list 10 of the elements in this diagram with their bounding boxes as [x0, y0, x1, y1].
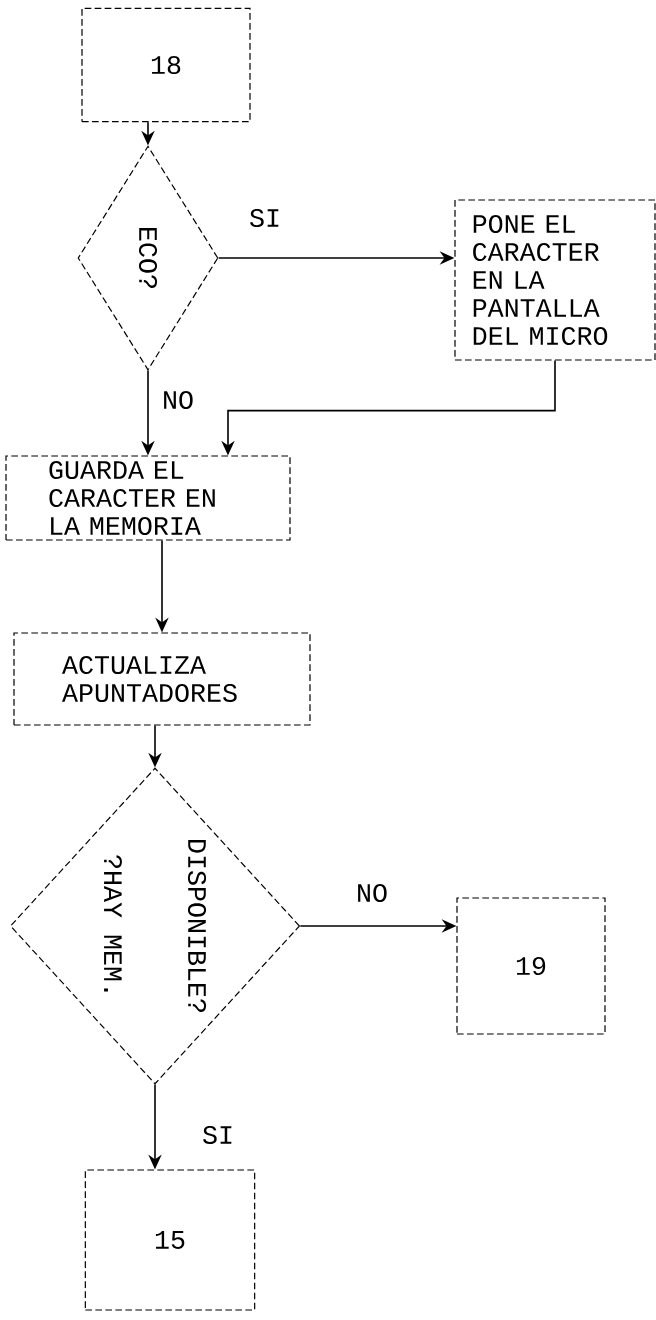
process-box: 18 — [81, 7, 251, 123]
edge-label: NO — [354, 882, 390, 904]
process-box: PONE EL CARACTER EN LA PANTALLA DEL MICRO — [454, 199, 656, 361]
edge-label: SI — [247, 207, 283, 229]
process-box: GUARDA EL CARACTER EN LA MEMORIA — [5, 455, 291, 541]
process-box: 19 — [456, 897, 606, 1035]
edge-label: NO — [160, 389, 196, 411]
process-box: 15 — [84, 1169, 256, 1311]
edge-label: SI — [200, 1124, 236, 1146]
process-box: ACTUALIZA APUNTADORES — [13, 632, 311, 726]
